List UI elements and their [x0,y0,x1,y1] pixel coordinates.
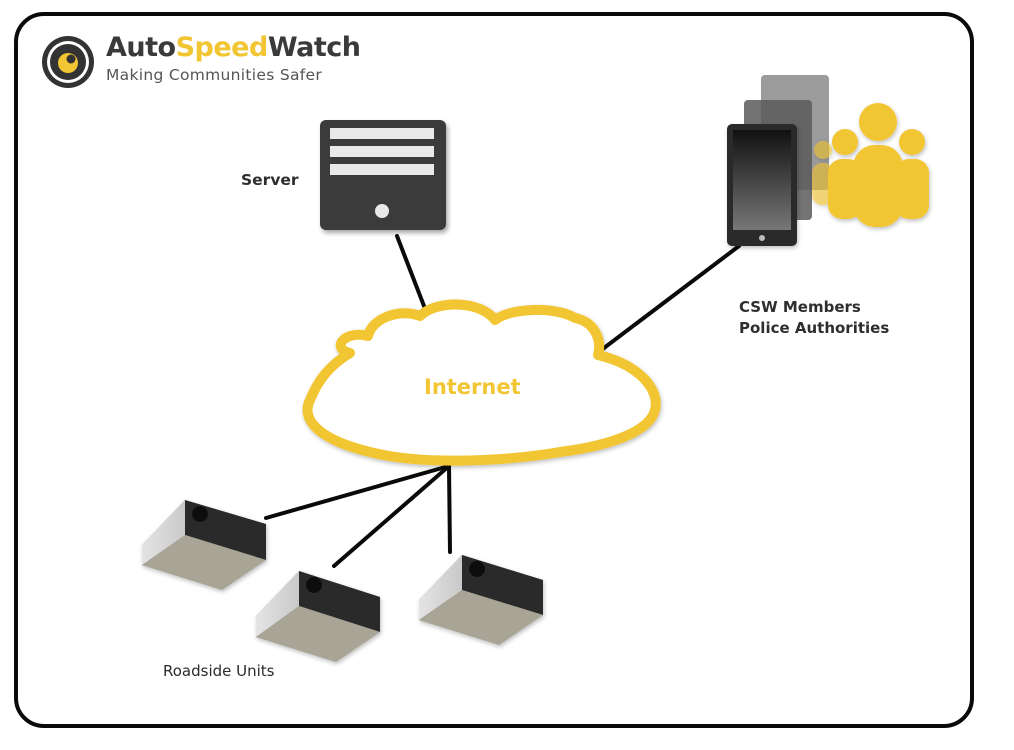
roadside-unit-1 [142,500,266,590]
brand-name-accent: Speed [175,32,269,63]
cloud-icon [302,299,661,466]
diagram-frame [14,12,974,728]
brand-name: AutoSpeedWatch [106,32,361,63]
connection-roadside-2-internet [332,464,451,568]
connection-roadside-3-internet [447,464,452,554]
server-icon [320,120,446,230]
clients-label: CSW Members Police Authorities [739,297,889,339]
internet-label: Internet [424,375,521,399]
connection-server-internet [395,234,426,308]
roadside-unit-3 [419,555,543,645]
people-group-icon [812,103,929,227]
roadside-unit-icon [142,500,543,662]
brand-name-prefix: Auto [106,32,176,63]
brand-name-suffix: Watch [267,32,361,63]
connection-clients-internet [598,244,741,353]
connection-roadside-1-internet [264,464,451,520]
roadside-unit-2 [256,571,380,662]
roadside-units-label: Roadside Units [163,662,275,680]
brand-tagline: Making Communities Safer [106,66,323,84]
mobile-devices-icon [727,75,829,246]
server-label: Server [241,171,299,189]
eye-logo-icon [42,36,94,88]
connections [264,234,741,568]
clients-label-line2: Police Authorities [739,319,890,337]
clients-label-line1: CSW Members [739,298,861,316]
